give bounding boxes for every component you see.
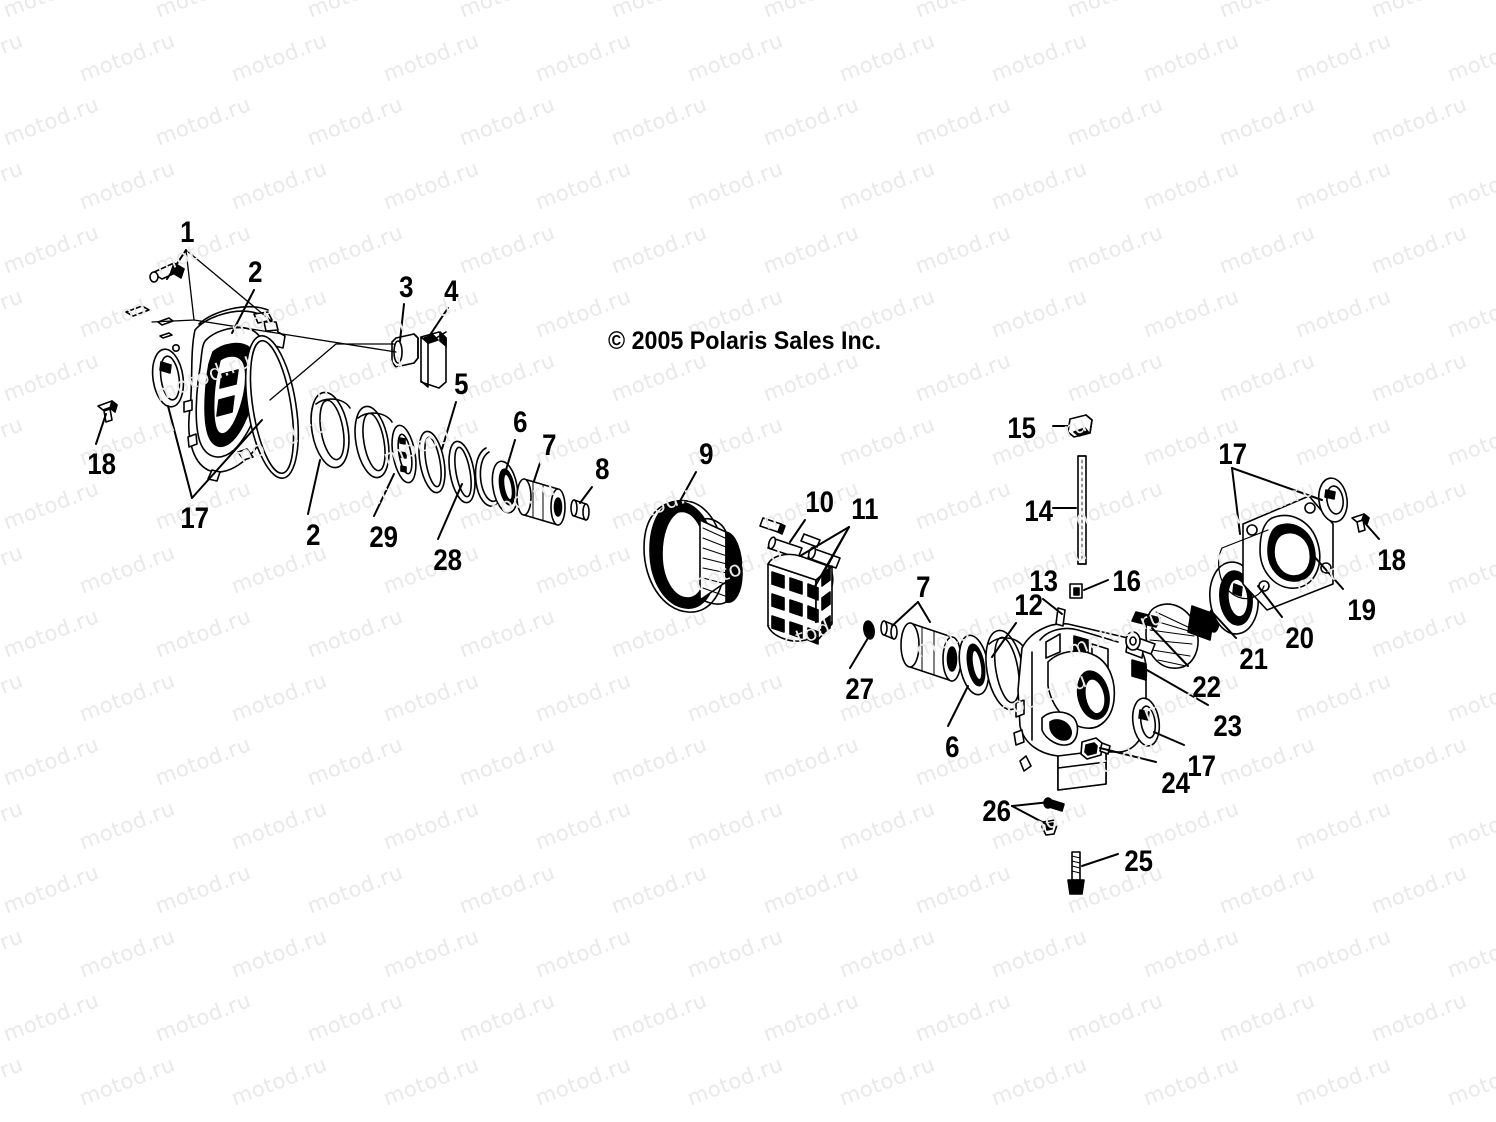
callout-19: 19 bbox=[1347, 594, 1377, 627]
callout-10: 10 bbox=[805, 486, 835, 519]
callout-2b: 2 bbox=[306, 519, 321, 552]
callout-29: 29 bbox=[369, 521, 399, 554]
part-pin-set bbox=[759, 517, 841, 569]
callout-5: 5 bbox=[454, 368, 469, 401]
callout-16: 16 bbox=[1112, 565, 1142, 598]
callout-9: 9 bbox=[699, 438, 714, 471]
part-oil-seal-left bbox=[151, 348, 185, 408]
part-roller-cage bbox=[767, 553, 834, 645]
callout-18a: 18 bbox=[87, 448, 117, 481]
callout-18b: 18 bbox=[1377, 544, 1407, 577]
part-seal-ring-12 bbox=[985, 629, 1025, 711]
callout-6a: 6 bbox=[513, 406, 528, 439]
part-bearing-race-1 bbox=[491, 460, 519, 514]
callout-22: 22 bbox=[1192, 671, 1222, 704]
callout-2a: 2 bbox=[248, 256, 263, 289]
callout-15: 15 bbox=[1007, 412, 1037, 445]
part-seal-ring-2 bbox=[310, 391, 351, 469]
part-bearing-race-2 bbox=[958, 634, 990, 696]
callout-20: 20 bbox=[1285, 622, 1315, 655]
part-shift-rod bbox=[1077, 455, 1087, 565]
callout-27: 27 bbox=[845, 673, 875, 706]
callout-25: 25 bbox=[1124, 845, 1154, 878]
part-seal-ring-3 bbox=[354, 405, 393, 479]
copyright-notice: © 2005 Polaris Sales Inc. bbox=[608, 327, 882, 355]
callout-7b: 7 bbox=[916, 571, 931, 604]
part-oil-seal-right bbox=[1318, 477, 1348, 523]
part-drive-gear bbox=[643, 499, 743, 613]
part-shim-washer bbox=[391, 424, 417, 484]
part-small-washers bbox=[125, 305, 181, 352]
part-detent-pin bbox=[1055, 607, 1066, 627]
callout-8: 8 bbox=[595, 453, 610, 486]
part-bracket-block bbox=[420, 331, 447, 389]
part-roller-sleeve-left bbox=[516, 478, 566, 526]
callout-7a: 7 bbox=[542, 429, 557, 462]
callout-17a: 17 bbox=[180, 502, 210, 535]
part-o-ring-large bbox=[244, 334, 300, 480]
part-oil-seal-bottom bbox=[1131, 697, 1161, 747]
part-retaining-ball bbox=[863, 620, 875, 640]
callout-24: 24 bbox=[1161, 767, 1191, 800]
part-stop-pin bbox=[1069, 583, 1083, 599]
callout-23: 23 bbox=[1213, 710, 1243, 743]
part-bearing-carrier bbox=[1218, 495, 1334, 611]
callout-12: 12 bbox=[1014, 589, 1044, 622]
part-thrust-washer-b bbox=[448, 440, 476, 504]
callout-14: 14 bbox=[1024, 495, 1054, 528]
callout-leader-lines bbox=[95, 249, 1380, 867]
part-fork-clip bbox=[1067, 414, 1093, 438]
part-flange-bolt bbox=[1067, 851, 1085, 895]
callout-26: 26 bbox=[982, 795, 1012, 828]
part-drain-plug bbox=[1080, 737, 1111, 760]
callout-11: 11 bbox=[851, 493, 879, 526]
callout-17b: 17 bbox=[1218, 438, 1248, 471]
part-roller-sleeve-right bbox=[900, 622, 962, 682]
callout-6b: 6 bbox=[945, 731, 960, 764]
callout-13: 13 bbox=[1029, 565, 1059, 598]
callout-3: 3 bbox=[399, 271, 414, 304]
callout-17c: 17 bbox=[1187, 750, 1217, 783]
callout-28: 28 bbox=[433, 544, 463, 577]
callout-21: 21 bbox=[1239, 643, 1269, 676]
callout-1: 1 bbox=[180, 216, 195, 249]
part-thrust-washer-a bbox=[418, 430, 446, 494]
part-pinion-gear bbox=[1125, 603, 1199, 669]
callout-4: 4 bbox=[444, 275, 459, 308]
part-roll-pin bbox=[570, 499, 590, 521]
